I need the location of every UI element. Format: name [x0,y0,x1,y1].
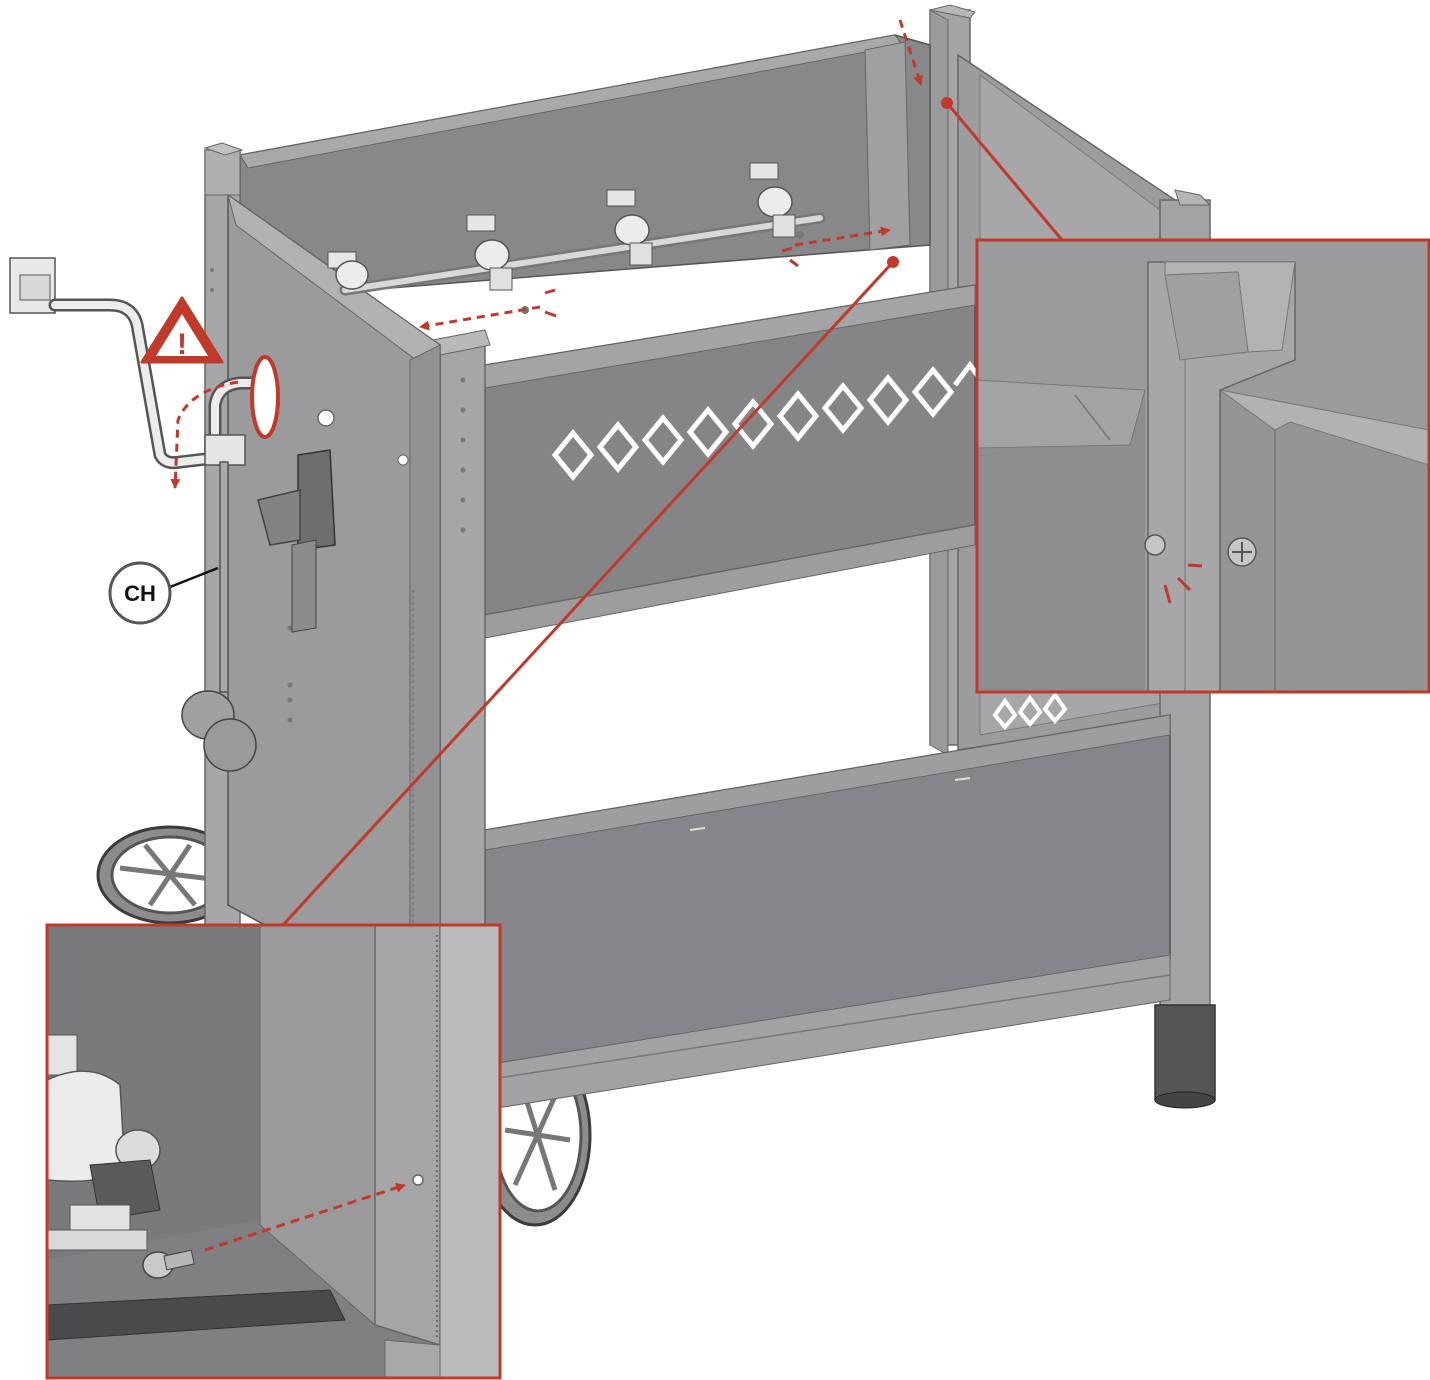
rear-diamond-cutouts [992,691,1068,731]
burner-valve [749,162,796,238]
arrow-dashed-icon [794,226,891,247]
gas-line-hole [250,355,280,439]
screw-icon [142,1249,195,1279]
screw-impact-marks [544,246,799,318]
burner-valve [47,1034,161,1251]
detail-top-right-bracket [975,238,1430,694]
warning-mark: ! [177,328,187,361]
callout-ch: CH [108,561,219,625]
back-panel [239,34,931,301]
burner-valve [327,251,369,290]
callout-label: CH [124,581,156,606]
rear-left-post-top [203,142,244,196]
assembly-arrows [170,19,923,489]
side-bracket [257,449,336,633]
gas-manifold [327,162,826,314]
burner-valve [606,189,653,266]
arrow-dashed-icon [419,305,541,331]
arrow-dashed-icon [204,1183,406,1252]
detail-leaders [281,97,1064,927]
screw-impact-marks [1163,563,1203,604]
detail-bottom-left-screw [45,923,502,1380]
lower-shelf [484,714,1171,1111]
arrow-dashed-icon [898,19,923,86]
arrow-dashed-icon [170,380,239,489]
screw-icon [1227,537,1257,567]
screw-icon [1144,534,1166,556]
warning-triangle-icon: ! [140,296,224,364]
gas-supply-line [9,257,275,772]
burner-valve [466,214,513,291]
